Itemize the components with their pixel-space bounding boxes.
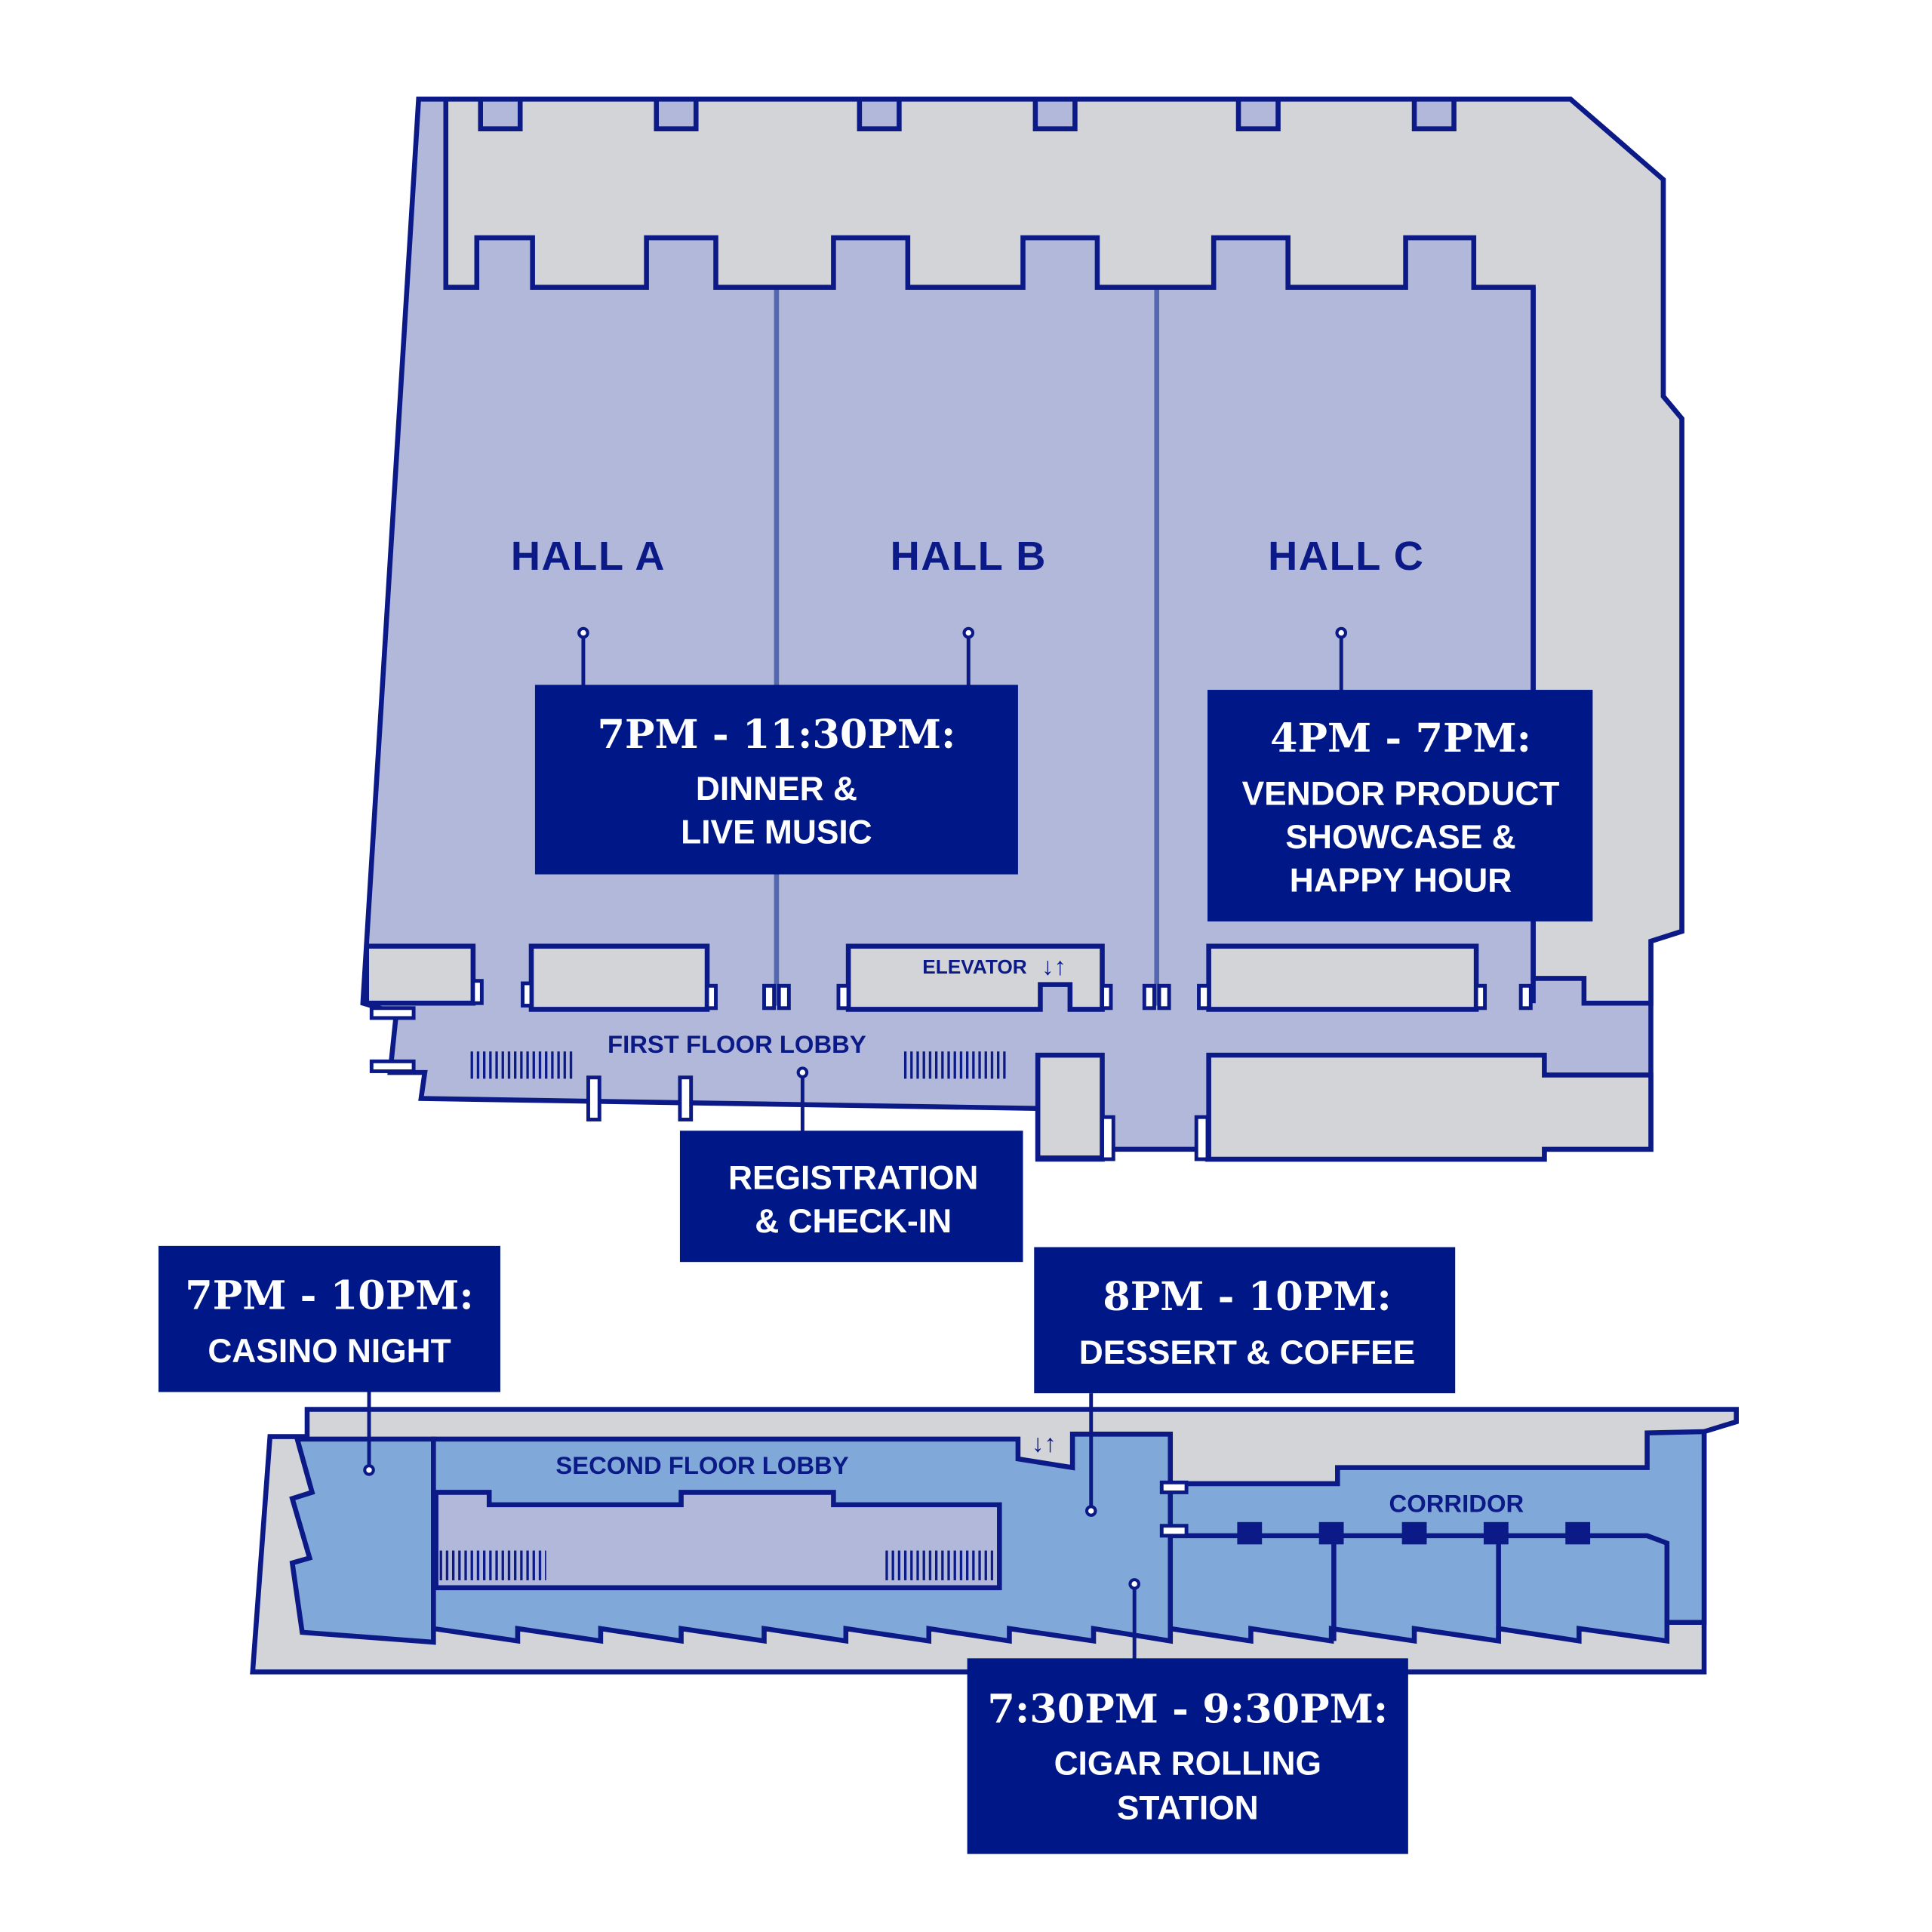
event-time: 7PM - 11:30PM: (597, 712, 955, 758)
second-floor: SECOND FLOOR LOBBY CORRIDOR ↓↑ (250, 1407, 1739, 1675)
stairs-icon (468, 1051, 575, 1079)
pin-icon (796, 1066, 809, 1078)
room (364, 943, 476, 1006)
event-time: 7PM - 10PM: (185, 1273, 474, 1319)
event-time: 7:30PM - 9:30PM: (987, 1687, 1388, 1733)
room (1035, 1052, 1105, 1161)
event-title: HAPPY HOUR (1290, 863, 1512, 900)
event-time: 8PM - 10PM: (1103, 1274, 1392, 1320)
columns (1237, 1521, 1591, 1545)
doors (1159, 1480, 1189, 1538)
pin-icon (577, 626, 589, 639)
elevator-label: ELEVATOR (922, 955, 1027, 978)
event-casino-night[interactable]: 7PM - 10PM: CASINO NIGHT (158, 1245, 500, 1392)
stairs-icon (884, 1550, 994, 1580)
event-registration[interactable]: REGISTRATION & CHECK-IN (679, 1131, 1023, 1263)
doors (369, 979, 1533, 1161)
room (1206, 1052, 1654, 1162)
room (1206, 943, 1479, 1012)
second-floor-lobby-label: SECOND FLOOR LOBBY (555, 1451, 848, 1479)
event-title: DESSERT & COFFEE (1079, 1334, 1415, 1371)
first-floor-lobby-label: FIRST FLOOR LOBBY (608, 1030, 866, 1058)
pin-icon (1084, 1505, 1097, 1517)
stairs-icon (901, 1051, 1008, 1079)
pin-icon (363, 1464, 375, 1476)
event-title: SHOWCASE & (1285, 819, 1515, 856)
event-vendor-showcase[interactable]: 4PM - 7PM: VENDOR PRODUCT SHOWCASE & HAP… (1208, 690, 1593, 921)
event-title: LIVE MUSIC (681, 814, 872, 851)
lobby-atrium (433, 1490, 1002, 1591)
event-dessert-coffee[interactable]: 8PM - 10PM: DESSERT & COFFEE (1034, 1247, 1456, 1394)
event-title: STATION (1117, 1790, 1259, 1827)
pin-icon (1128, 1578, 1140, 1590)
up-down-arrows-icon: ↓↑ (1041, 952, 1066, 980)
hall-c-label: HALL C (1268, 534, 1424, 579)
corridor-label: CORRIDOR (1389, 1490, 1524, 1518)
hall-b-label: HALL B (891, 534, 1047, 579)
event-title: VENDOR PRODUCT (1242, 776, 1560, 813)
location-pins (363, 626, 1348, 1660)
pin-icon (1335, 626, 1348, 639)
event-title: REGISTRATION (728, 1159, 978, 1196)
event-cigar-rolling[interactable]: 7:30PM - 9:30PM: CIGAR ROLLING STATION (967, 1658, 1408, 1854)
event-dinner[interactable]: 7PM - 11:30PM: DINNER & LIVE MUSIC (534, 685, 1018, 875)
up-down-arrows-icon: ↓↑ (1032, 1429, 1057, 1457)
event-time: 4PM - 7PM: (1270, 715, 1531, 761)
room (528, 943, 710, 1012)
stairs-icon (439, 1550, 546, 1580)
event-title: DINNER & (696, 771, 857, 808)
first-floor: HALL A HALL B HALL C FIRST FLOOR LOBBY E… (360, 97, 1684, 1162)
event-title: CIGAR ROLLING (1054, 1746, 1321, 1783)
event-title: CASINO NIGHT (208, 1333, 451, 1370)
event-title: & CHECK-IN (755, 1203, 952, 1240)
elevator-room (845, 943, 1105, 1012)
pin-icon (962, 626, 975, 639)
hall-a-label: HALL A (511, 534, 666, 579)
casino-room (289, 1436, 436, 1645)
